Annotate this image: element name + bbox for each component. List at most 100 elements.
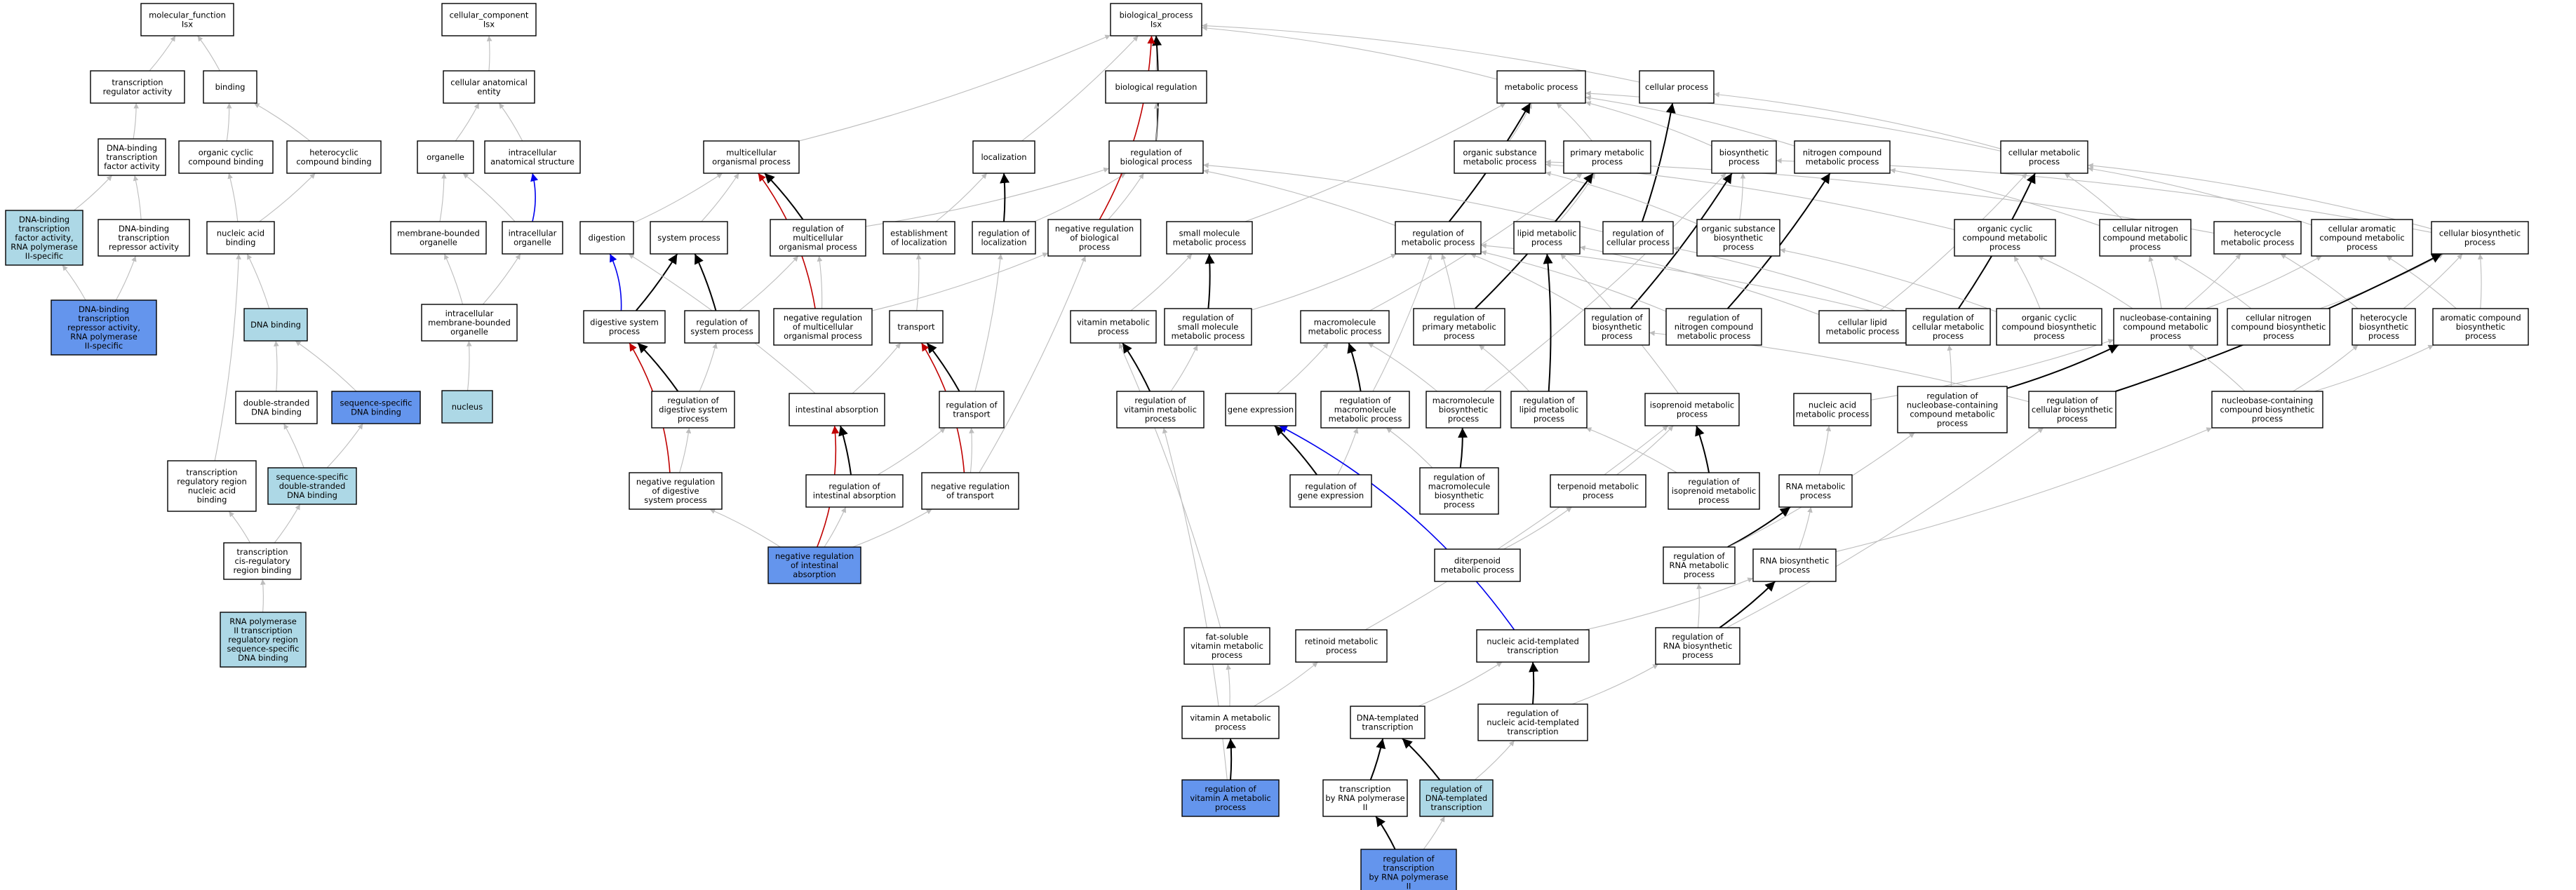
node-cp[interactable]: cellular process xyxy=(1639,70,1715,104)
node-dnab[interactable]: DNA binding xyxy=(243,308,308,342)
node-mp[interactable]: metabolic process xyxy=(1496,70,1586,104)
node-breg[interactable]: biological regulation xyxy=(1105,70,1207,104)
node-ia[interactable]: intestinal absorption xyxy=(789,393,885,426)
node-bind[interactable]: binding xyxy=(203,70,257,104)
node-nucleus[interactable]: nucleus xyxy=(441,390,493,424)
node-organelle[interactable]: organelle xyxy=(417,140,474,174)
node-loc[interactable]: localization xyxy=(972,140,1035,174)
node-sysp[interactable]: system process xyxy=(650,221,728,255)
node-ge[interactable]: gene expression xyxy=(1225,393,1296,426)
node-rnbcmp[interactable]: regulation ofnucleobase-containingcompou… xyxy=(1897,386,2008,433)
node-rmbiosp[interactable]: regulation ofmacromoleculebiosyntheticpr… xyxy=(1419,467,1499,515)
node-digestion[interactable]: digestion xyxy=(579,221,634,255)
node-transport[interactable]: transport xyxy=(889,310,944,344)
